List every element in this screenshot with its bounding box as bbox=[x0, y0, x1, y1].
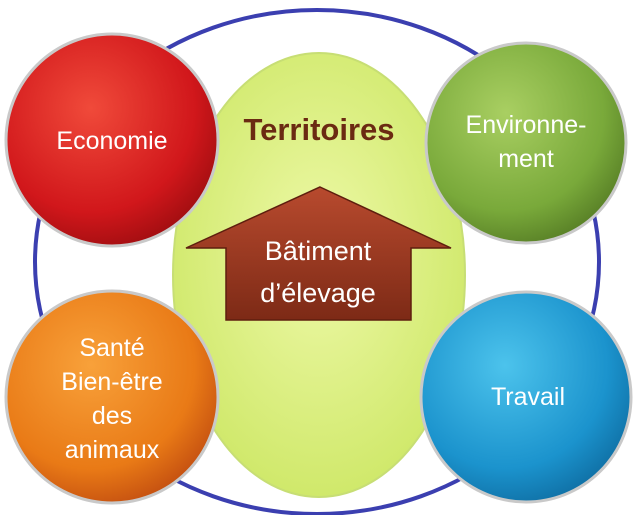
circle-travail: Travail bbox=[419, 290, 633, 504]
sante-label-line1: Santé bbox=[79, 334, 144, 362]
circle-environnement: Environne- ment bbox=[424, 41, 628, 245]
sante-label-line3: des bbox=[92, 402, 132, 430]
travail-label: Travail bbox=[491, 383, 565, 411]
up-arrow bbox=[185, 186, 452, 321]
economie-label: Economie bbox=[56, 127, 167, 155]
arrow-label-line2: d’élevage bbox=[260, 278, 376, 308]
center-title: Territoires bbox=[243, 112, 394, 147]
sante-label-line4: animaux bbox=[65, 436, 160, 464]
outer-ring bbox=[33, 8, 601, 515]
arrow-label-line1: Bâtiment bbox=[265, 236, 372, 266]
sante-label-line2: Bien-être bbox=[61, 368, 162, 396]
environnement-label-line1: Environne- bbox=[466, 111, 587, 139]
environnement-label-line2: ment bbox=[498, 145, 554, 173]
circle-sante: Santé Bien-être des animaux bbox=[4, 289, 220, 505]
circle-economie: Economie bbox=[4, 32, 220, 248]
